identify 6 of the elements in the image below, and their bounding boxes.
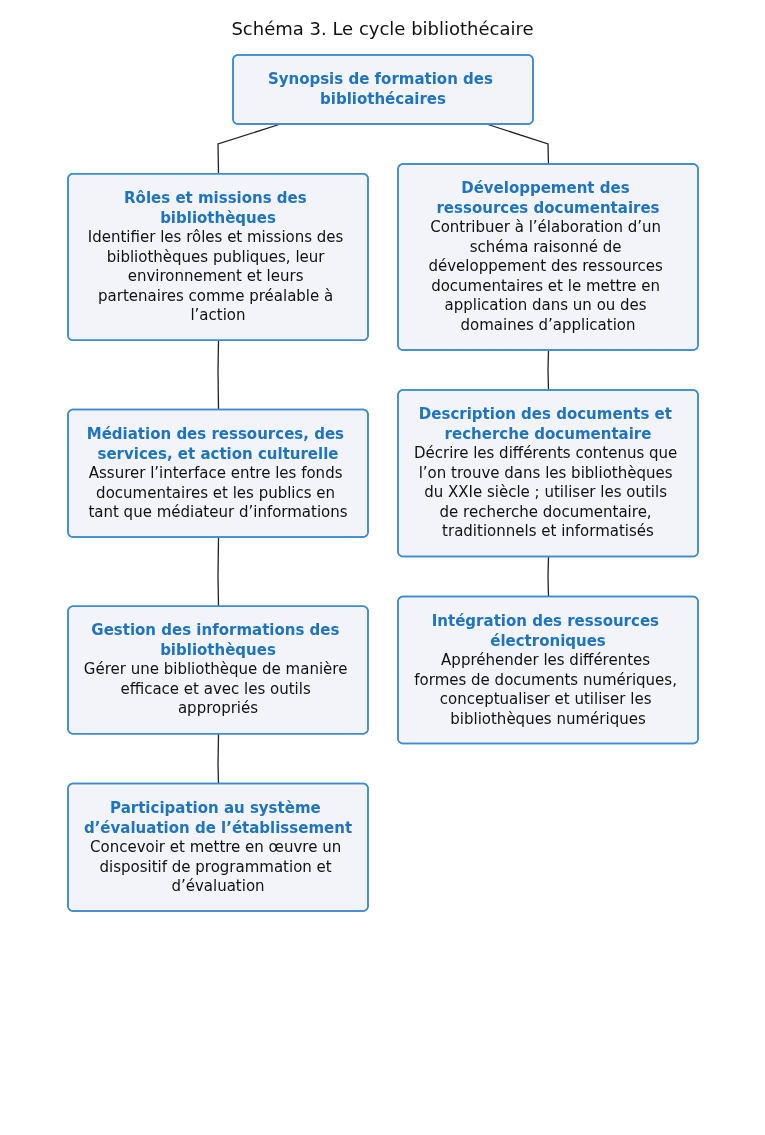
connector [216, 340, 219, 411]
connector [216, 536, 219, 608]
connector [546, 556, 549, 598]
diagram-title: Schéma 3. Le cycle bibliothécaire [230, 18, 535, 39]
connector [546, 349, 549, 392]
connector [216, 733, 219, 785]
